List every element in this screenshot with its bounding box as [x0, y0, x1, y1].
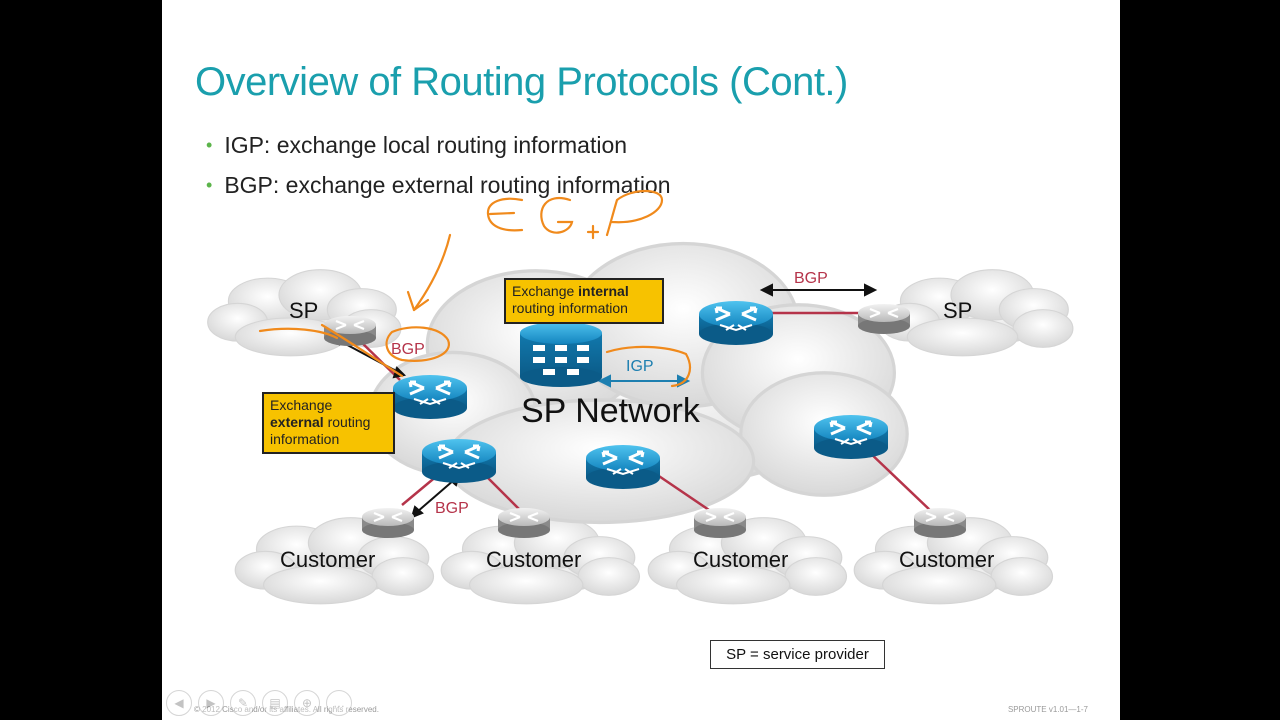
bullet-item: • BGP: exchange external routing informat…: [206, 170, 671, 210]
edge-router-1: [391, 373, 469, 421]
pen-icon[interactable]: ✎: [230, 690, 256, 716]
zoom-icon[interactable]: ⊕: [294, 690, 320, 716]
sp-right-router: [856, 302, 912, 336]
callout-external-routing: Exchange external routing information: [262, 392, 395, 454]
forward-icon[interactable]: ▶: [198, 690, 224, 716]
presentation-controls: ◀ ▶ ✎ ▤ ⊕ …: [166, 690, 352, 716]
bgp-label-bottom: BGP: [435, 500, 469, 517]
callout-internal-post: routing information: [512, 300, 628, 316]
bgp-label-right: BGP: [794, 270, 828, 287]
bullet-dot-icon: •: [206, 135, 213, 155]
customer-router-2: [496, 506, 552, 540]
edge-router-3: [697, 299, 775, 347]
sp-right-label: SP: [943, 298, 972, 323]
sp-left-label: SP: [289, 298, 318, 323]
slide-title: Overview of Routing Protocols (Cont.): [195, 60, 848, 104]
callout-external-post: routing information: [270, 414, 371, 447]
customer-label-3: Customer: [693, 547, 788, 572]
sp-network-label: SP Network: [521, 392, 701, 430]
customer-router-1: [360, 506, 416, 540]
bullet-list: • IGP: exchange local routing information…: [206, 130, 671, 210]
bgp-label-left: BGP: [391, 341, 425, 358]
bullet-dot-icon: •: [206, 175, 213, 195]
network-diagram: SP SP SP Network Customer Customer Custo…: [207, 189, 1074, 605]
copyright-text: © 2012 Cisco and/or its affiliates. All …: [194, 705, 379, 714]
customer-label-2: Customer: [486, 547, 581, 572]
edge-router-4: [584, 443, 662, 491]
bullet-text: IGP: exchange local routing information: [224, 132, 628, 158]
bullet-item: • IGP: exchange local routing information: [206, 130, 671, 170]
more-icon[interactable]: …: [326, 690, 352, 716]
slides-icon[interactable]: ▤: [262, 690, 288, 716]
igp-label: IGP: [626, 358, 654, 375]
callout-internal-bold: internal: [578, 283, 629, 299]
customer-router-4: [912, 506, 968, 540]
slide-number: SPROUTE v1.01—1-7: [1007, 705, 1088, 714]
back-icon[interactable]: ◀: [166, 690, 192, 716]
slide: Overview of Routing Protocols (Cont.) • I…: [162, 0, 1120, 720]
route-server-icon: [520, 322, 602, 387]
bgp-links: [356, 311, 933, 514]
callout-internal-routing: Exchange internal routing information: [504, 278, 664, 324]
callout-internal-pre: Exchange: [512, 283, 579, 299]
customer-label-4: Customer: [899, 547, 994, 572]
edge-router-5: [812, 413, 890, 461]
callout-external-bold: external: [270, 414, 324, 430]
edge-router-2: [420, 437, 498, 485]
customer-router-3: [692, 506, 748, 540]
callout-external-pre: Exchange: [270, 397, 333, 413]
legend-box: SP = service provider: [710, 640, 885, 669]
bullet-text: BGP: exchange external routing informati…: [224, 172, 671, 198]
customer-label-1: Customer: [280, 547, 375, 572]
handwritten-annotations: [258, 189, 691, 388]
